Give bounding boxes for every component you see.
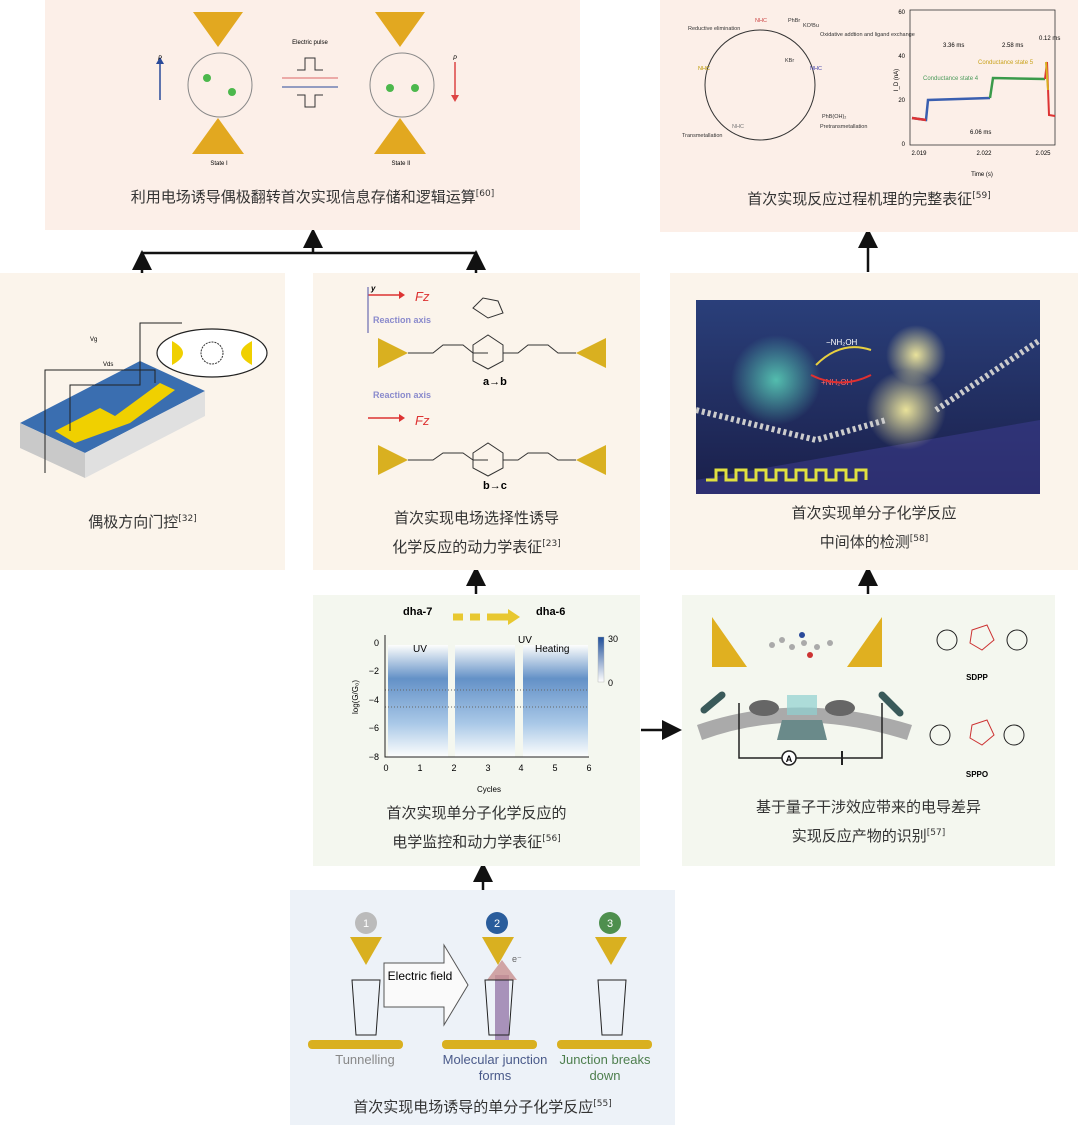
- intermediate-render: −NH₂OH +NH₂OH: [696, 300, 1040, 494]
- xtick: 1: [417, 763, 422, 773]
- p-right-label: P: [453, 56, 457, 62]
- uv-label-2: UV: [518, 635, 532, 646]
- catalytic-cycle-and-trace: Reductive elimination Oxidative addtion …: [682, 9, 1060, 178]
- pretrans-label: Pretransmetallation: [820, 124, 867, 130]
- step2-label: Molecular junction forms: [442, 1052, 548, 1083]
- kotbu-label: KOᵗBu: [803, 22, 819, 29]
- monitor-caption: 首次实现单分子化学反应的电学监控和动力学表征[56]: [386, 804, 567, 851]
- colorbar-min: 0: [608, 678, 613, 688]
- ytick: −2: [369, 666, 379, 676]
- panel-field-induced: 1 2 3 Electric field e⁻ Tunnelling Molec…: [290, 890, 675, 1125]
- panel-intermediate: −NH₂OH +NH₂OH 首次实现单分子化学反应中间体的检测[58]: [670, 273, 1078, 570]
- phboh-label: PhB(OH)₂: [822, 114, 846, 120]
- dha6-label: dha-6: [536, 606, 565, 618]
- mechanism-caption: 首次实现反应过程机理的完整表征[59]: [747, 190, 991, 208]
- xtick: 5: [552, 763, 557, 773]
- conductance-heatmap: 0 −2 −4 −6 −8 0 1 2 3 4 5 6 Cycles log(G…: [351, 606, 618, 794]
- ytick: 20: [898, 98, 905, 104]
- ytick: 0: [374, 638, 379, 648]
- panel-info-storage: P P Electric pulse State I State II 利用电场…: [45, 0, 580, 230]
- phbr-label: PhBr: [788, 18, 800, 24]
- xlabel: Cycles: [477, 785, 501, 794]
- merge-connector: [140, 251, 478, 273]
- reaction-axis-label-1: Reaction axis: [373, 315, 431, 325]
- heating-label: Heating: [535, 644, 569, 655]
- nhc-left: NHC: [698, 66, 710, 72]
- xtick: 2: [451, 763, 456, 773]
- ytick: 40: [898, 54, 905, 60]
- ytick: −6: [369, 723, 379, 733]
- y-axis-label: y: [370, 284, 376, 293]
- colorbar-max: 30: [608, 634, 618, 644]
- qi-device-illustration: A SDPP SPPO: [697, 617, 1028, 779]
- xlabel: Time (s): [971, 172, 993, 178]
- ytick: 0: [902, 142, 906, 148]
- ytick: −4: [369, 695, 379, 705]
- identify-caption: 基于量子干涉效应带来的电导差异实现反应产物的识别[57]: [755, 798, 981, 845]
- fz-label-2: Fz: [415, 413, 430, 428]
- state1-label: State I: [210, 161, 228, 167]
- uv-label-1: UV: [413, 644, 427, 655]
- intermediate-caption: 首次实现单分子化学反应中间体的检测[58]: [791, 504, 957, 551]
- ytick: 60: [898, 10, 905, 16]
- xtick: 2.025: [1035, 151, 1051, 157]
- vg-label: Vg: [90, 337, 97, 343]
- step3-label: Junction breaks down: [559, 1052, 651, 1083]
- xtick: 3: [485, 763, 490, 773]
- xtick: 6: [586, 763, 591, 773]
- dipole-flip-illustration: P P Electric pulse State I State II: [156, 12, 459, 167]
- kbr-label: KBr: [785, 58, 794, 64]
- xtick: 2.019: [911, 151, 927, 157]
- trans-label: Transmetallation: [682, 133, 722, 139]
- field-reaction-illustration: 1 2 3 Electric field e⁻: [308, 912, 652, 1049]
- vds-label: Vds: [103, 362, 113, 368]
- step1-label: Tunnelling: [335, 1052, 395, 1067]
- step3-badge: 3: [607, 918, 613, 930]
- panel-selective-reaction: y Fz Reaction axis a→b Reaction axis Fz …: [313, 273, 640, 570]
- storage-caption: 利用电场诱导偶极翻转首次实现信息存储和逻辑运算[60]: [130, 188, 495, 206]
- duration-2: 2.58 ms: [1002, 43, 1023, 49]
- panel-monitor: 0 −2 −4 −6 −8 0 1 2 3 4 5 6 Cycles log(G…: [313, 595, 640, 866]
- ammeter-icon: A: [786, 754, 793, 764]
- panel-dipole-gating: Vg Vds 偶极方向门控[32]: [0, 273, 285, 570]
- ytick: −8: [369, 752, 379, 762]
- nhc-top: NHC: [755, 18, 767, 24]
- minus-nh2oh-label: −NH₂OH: [826, 338, 858, 347]
- step2-badge: 2: [494, 918, 500, 930]
- dha7-label: dha-7: [403, 606, 432, 618]
- selective-caption: 首次实现电场选择性诱导化学反应的动力学表征[23]: [392, 509, 561, 556]
- panel-identify: A SDPP SPPO 基于量子干涉效应带来的电导差异实现反应产物的识别[57]: [682, 595, 1055, 866]
- xtick: 4: [518, 763, 523, 773]
- nhc-bottom: NHC: [732, 124, 744, 130]
- electric-field-label: Electric field: [388, 969, 453, 983]
- duration-1: 3.36 ms: [943, 43, 964, 49]
- p-left-label: P: [158, 56, 162, 62]
- nhc-right: NHC: [810, 66, 822, 72]
- state4-label: Conductance state 4: [923, 76, 979, 82]
- pulse-label: Electric pulse: [292, 40, 328, 46]
- panel-mechanism: Reductive elimination Oxidative addtion …: [660, 0, 1078, 232]
- ylabel: I_D (nA): [894, 69, 900, 91]
- state5-label: Conductance state 5: [978, 60, 1034, 66]
- electron-label: e⁻: [512, 954, 522, 964]
- ylabel: log(G/G₀): [351, 680, 360, 714]
- field-caption: 首次实现电场诱导的单分子化学反应[55]: [353, 1098, 612, 1116]
- b-to-c-label: b→c: [483, 480, 507, 492]
- fz-label-1: Fz: [415, 289, 430, 304]
- state2-label: State II: [391, 161, 410, 167]
- reaction-axis-illustration: y Fz Reaction axis a→b Reaction axis Fz …: [367, 284, 606, 492]
- duration-3: 0.12 ms: [1039, 36, 1060, 42]
- sppo-label: SPPO: [966, 770, 988, 779]
- xtick: 2.022: [976, 151, 992, 157]
- gating-caption: 偶极方向门控[32]: [88, 513, 197, 531]
- oxidative-label: Oxidative addtion and ligand exchange: [820, 32, 915, 38]
- device-illustration: Vg Vds: [20, 322, 268, 478]
- reductive-label: Reductive elimination: [688, 26, 740, 32]
- sdpp-label: SDPP: [966, 673, 988, 682]
- step1-badge: 1: [363, 918, 369, 930]
- duration-4: 6.06 ms: [970, 130, 991, 136]
- reaction-axis-label-2: Reaction axis: [373, 390, 431, 400]
- xtick: 0: [383, 763, 388, 773]
- a-to-b-label: a→b: [483, 376, 507, 388]
